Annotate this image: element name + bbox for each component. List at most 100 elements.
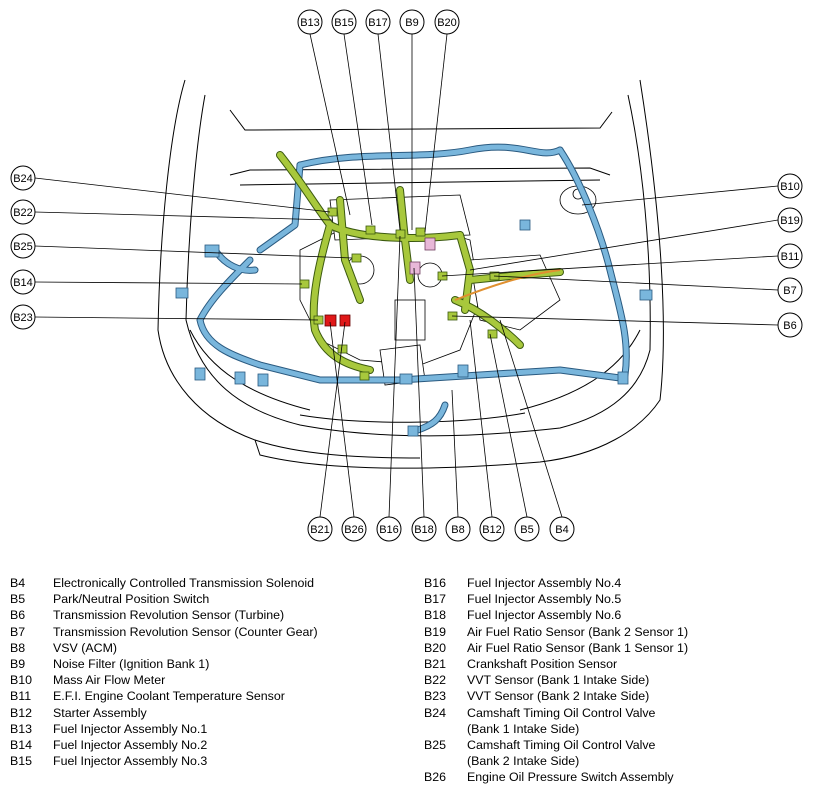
leader-line-b19: [469, 219, 779, 271]
callout-circle: [10, 165, 36, 191]
legend-description: Fuel Injector Assembly No.6: [467, 608, 622, 623]
legend-description: VVT Sensor (Bank 1 Intake Side): [467, 673, 650, 688]
leader-line-b13: [309, 33, 351, 216]
callout-b10: B10: [777, 173, 803, 199]
leader-line-b10: [581, 185, 779, 206]
legend-description: E.F.I. Engine Coolant Temperature Sensor: [53, 689, 285, 704]
legend-row: B8 VSV (ACM): [10, 640, 410, 656]
callout-b6: B6: [777, 312, 803, 338]
callout-code: B16: [379, 524, 399, 536]
legend-description: Engine Oil Pressure Switch Assembly: [467, 770, 674, 785]
callout-circle: [434, 9, 460, 35]
callout-circle: [307, 516, 333, 542]
callout-code: B20: [437, 17, 457, 29]
legend-row: B4 Electronically Controlled Transmission…: [10, 575, 410, 591]
component-legend: B4 Electronically Controlled Transmission…: [0, 575, 813, 795]
legend-code: B13: [10, 721, 33, 736]
legend-row: B11 E.F.I. Engine Coolant Temperature Sen…: [10, 688, 410, 704]
callout-b5: B5: [514, 516, 540, 542]
legend-code: B10: [10, 673, 33, 688]
legend-code: B4: [10, 576, 26, 590]
callout-b21: B21: [307, 516, 333, 542]
leader-line-b7: [493, 275, 779, 291]
engine-block: [299, 185, 597, 386]
callout-b12: B12: [479, 516, 505, 542]
legend-code: B12: [10, 705, 33, 720]
legend-code: B7: [10, 624, 26, 639]
callout-code: B14: [13, 277, 33, 289]
callout-circle: [514, 516, 540, 542]
leader-line-b17: [377, 33, 401, 231]
callout-b4: B4: [549, 516, 575, 542]
callout-code: B17: [368, 17, 388, 29]
legend-row: B26 Engine Oil Pressure Switch Assembly: [424, 769, 809, 785]
legend-description: Fuel Injector Assembly No.1: [53, 721, 208, 736]
leader-line-b14: [34, 281, 303, 285]
callout-b22: B22: [10, 199, 36, 225]
legend-code: B5: [10, 592, 26, 607]
leader-line-b23: [34, 316, 319, 321]
leader-line-b20: [424, 33, 448, 233]
legend-description: Transmission Revolution Sensor (Turbine): [53, 608, 285, 623]
legend-column-left: B4 Electronically Controlled Transmission…: [10, 575, 410, 769]
callout-b8: B8: [445, 516, 471, 542]
legend-description: Air Fuel Ratio Sensor (Bank 2 Sensor 1): [467, 624, 689, 639]
legend-code: B17: [424, 592, 447, 607]
legend-code: B26: [424, 770, 447, 785]
legend-description: Fuel Injector Assembly No.2: [53, 738, 208, 753]
callout-b18: B18: [411, 516, 437, 542]
legend-code: B8: [10, 640, 26, 655]
callout-code: B19: [780, 215, 800, 227]
legend-code: B20: [424, 640, 447, 655]
callout-code: B26: [344, 524, 364, 536]
callout-b19: B19: [777, 207, 803, 233]
callout-b26: B26: [341, 516, 367, 542]
leader-line-b26: [329, 321, 355, 518]
legend-description: Electronically Controlled Transmission S…: [53, 576, 315, 590]
legend-description: Camshaft Timing Oil Control Valve (Bank …: [467, 738, 656, 769]
callout-b9: B9: [399, 9, 425, 35]
callout-b17: B17: [365, 9, 391, 35]
legend-code: B14: [10, 738, 33, 753]
callout-circle: [297, 9, 323, 35]
legend-code: B23: [424, 689, 447, 704]
green-wiring-harness: [276, 151, 564, 374]
noise-filter-connector: [424, 237, 436, 251]
callout-b25: B25: [10, 233, 36, 259]
callout-circle: [10, 269, 36, 295]
callout-circle: [479, 516, 505, 542]
callout-code: B10: [780, 181, 800, 193]
legend-description: VSV (ACM): [53, 640, 118, 655]
callout-b24: B24: [10, 165, 36, 191]
callout-circle: [777, 312, 803, 338]
callout-b14: B14: [10, 269, 36, 295]
legend-row: B13 Fuel Injector Assembly No.1: [10, 721, 410, 737]
legend-description: Transmission Revolution Sensor (Counter …: [53, 624, 318, 639]
callout-circle: [10, 199, 36, 225]
leader-line-b6: [451, 315, 779, 326]
callout-code: B18: [414, 524, 434, 536]
callout-circle: [341, 516, 367, 542]
callout-code: B8: [451, 524, 464, 536]
leader-line-b12: [469, 319, 493, 518]
callout-b20: B20: [434, 9, 460, 35]
callout-code: B12: [482, 524, 502, 536]
callout-circle: [777, 277, 803, 303]
callout-code: B23: [13, 312, 33, 324]
legend-code: B11: [10, 689, 32, 704]
legend-code: B9: [10, 657, 26, 672]
callout-circle: [777, 243, 803, 269]
legend-row: B7 Transmission Revolution Sensor (Counte…: [10, 624, 410, 640]
callout-code: B25: [13, 241, 33, 253]
pink-sensor-connector: [409, 261, 421, 275]
